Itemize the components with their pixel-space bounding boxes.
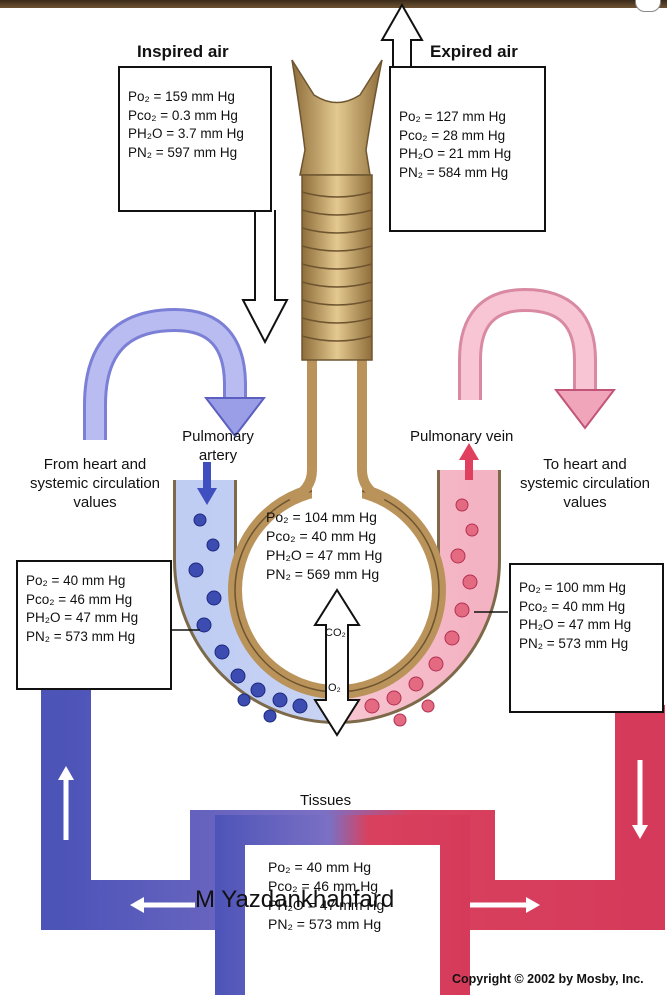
alveolus-pco2: Pco₂ = 40 mm Hg — [266, 527, 382, 546]
expired-pco2: Pco₂ = 28 mm Hg — [399, 127, 536, 146]
from-heart-title: From heart and systemic circulation valu… — [20, 456, 170, 512]
tissues-title: Tissues — [300, 792, 351, 811]
to-heart-pn2: PN₂ = 573 mm Hg — [519, 635, 654, 654]
inspired-air-arrow — [243, 210, 287, 342]
from-heart-pn2: PN₂ = 573 mm Hg — [26, 628, 162, 647]
expired-pn2: PN₂ = 584 mm Hg — [399, 164, 536, 183]
pulmonary-artery-label: Pulmonary artery — [168, 428, 268, 466]
inspired-pn2: PN₂ = 597 mm Hg — [128, 144, 262, 163]
expired-ph2o: PH₂O = 21 mm Hg — [399, 145, 536, 164]
inspired-air-title: Inspired air — [137, 42, 229, 62]
venous-return-curve — [95, 320, 264, 440]
to-heart-ph2o: PH₂O = 47 mm Hg — [519, 616, 654, 635]
alveolus-ph2o: PH₂O = 47 mm Hg — [266, 546, 382, 565]
to-heart-box: Po₂ = 100 mm Hg Pco₂ = 40 mm Hg PH₂O = 4… — [509, 563, 664, 713]
from-heart-po2: Po₂ = 40 mm Hg — [26, 572, 162, 591]
from-heart-ph2o: PH₂O = 47 mm Hg — [26, 609, 162, 628]
alveolus-pn2: PN₂ = 569 mm Hg — [266, 565, 382, 584]
trachea — [292, 60, 382, 360]
co2-label: CO₂ — [325, 627, 346, 639]
to-heart-title: To heart and systemic circulation values — [515, 456, 655, 512]
alveolus-po2: Po₂ = 104 mm Hg — [266, 508, 382, 527]
expired-po2: Po₂ = 127 mm Hg — [399, 108, 536, 127]
inspired-air-box: Po₂ = 159 mm Hg Pco₂ = 0.3 mm Hg PH₂O = … — [118, 66, 272, 212]
to-heart-po2: Po₂ = 100 mm Hg — [519, 579, 654, 598]
o2-label: O₂ — [328, 682, 341, 694]
from-heart-box: Po₂ = 40 mm Hg Pco₂ = 46 mm Hg PH₂O = 47… — [16, 560, 172, 690]
pulmonary-vein-label: Pulmonary vein — [410, 428, 513, 447]
from-heart-pco2: Pco₂ = 46 mm Hg — [26, 591, 162, 610]
expired-air-box: Po₂ = 127 mm Hg Pco₂ = 28 mm Hg PH₂O = 2… — [389, 66, 546, 232]
to-heart-pco2: Pco₂ = 40 mm Hg — [519, 598, 654, 617]
inspired-pco2: Pco₂ = 0.3 mm Hg — [128, 107, 262, 126]
tissues-po2: Po₂ = 40 mm Hg — [268, 858, 384, 877]
arterial-out-curve — [470, 300, 614, 428]
circulation-loop — [58, 690, 648, 995]
copyright-text: Copyright © 2002 by Mosby, Inc. — [452, 972, 644, 986]
expired-air-arrow — [382, 5, 422, 70]
watermark: M Yazdankhahfard — [195, 886, 394, 914]
inspired-po2: Po₂ = 159 mm Hg — [128, 88, 262, 107]
inspired-ph2o: PH₂O = 3.7 mm Hg — [128, 125, 262, 144]
alveolus-values: Po₂ = 104 mm Hg Pco₂ = 40 mm Hg PH₂O = 4… — [266, 508, 382, 584]
tissues-pn2: PN₂ = 573 mm Hg — [268, 915, 384, 934]
expired-air-title: Expired air — [430, 42, 518, 62]
